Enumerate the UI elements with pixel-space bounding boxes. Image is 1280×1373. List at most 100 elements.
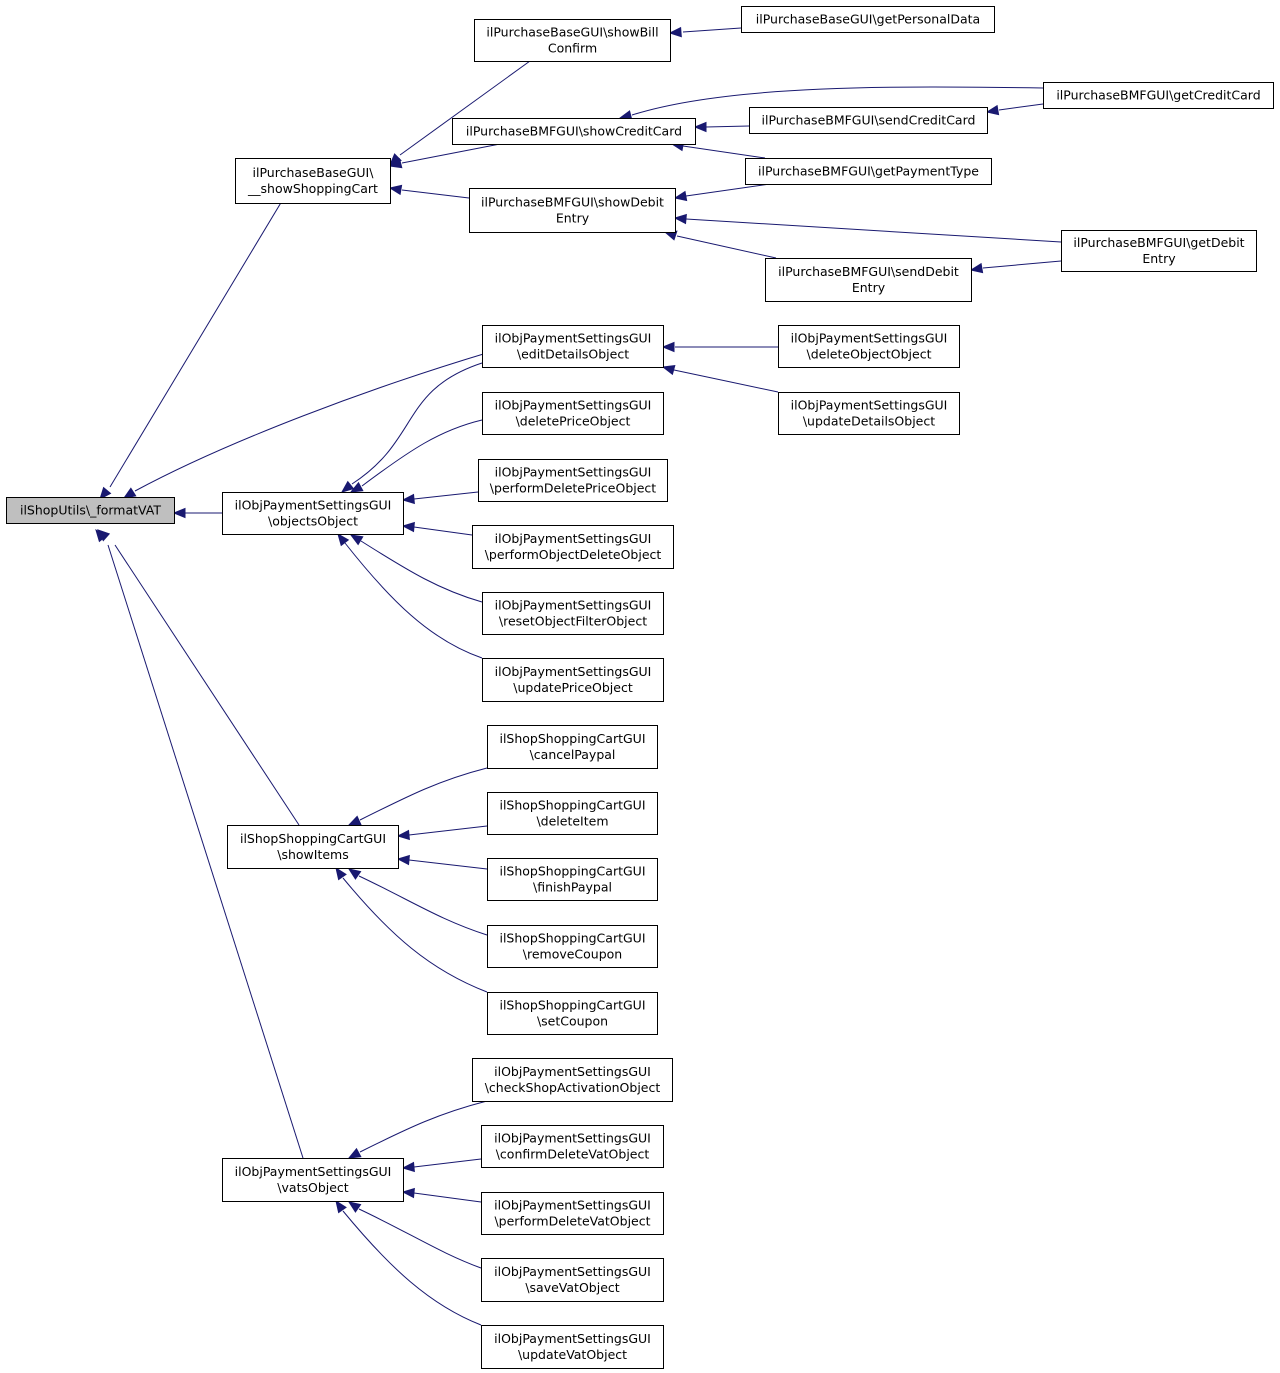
node-box <box>487 925 658 968</box>
node-label-line: ilShopShoppingCartGUI <box>499 798 645 813</box>
node-ps_checkShopActivationObject[interactable]: ilObjPaymentSettingsGUI\checkShopActivat… <box>472 1058 673 1102</box>
node-bmf_getPaymentType[interactable]: ilPurchaseBMFGUI\getPaymentType <box>745 158 992 185</box>
node-ps_confirmDeleteVatObject[interactable]: ilObjPaymentSettingsGUI\confirmDeleteVat… <box>481 1125 664 1168</box>
edge-ps_vatsObject-to-root <box>95 528 304 1159</box>
node-box <box>487 858 658 901</box>
node-sc_setCoupon[interactable]: ilShopShoppingCartGUI\setCoupon <box>487 992 658 1035</box>
node-ps_editDetailsObject[interactable]: ilObjPaymentSettingsGUI\editDetailsObjec… <box>482 325 664 368</box>
edge-line <box>134 351 491 492</box>
edge-bmf_showCreditCard-to-pb_showShoppingCart <box>388 143 501 169</box>
node-ps_deleteObjectObject[interactable]: ilObjPaymentSettingsGUI\deleteObjectObje… <box>778 325 960 368</box>
node-label-line: \finishPaypal <box>533 880 612 895</box>
node-sc_deleteItem[interactable]: ilShopShoppingCartGUI\deleteItem <box>487 792 658 835</box>
node-box <box>472 1058 673 1102</box>
arrowhead-icon <box>347 868 362 880</box>
node-sc_removeCoupon[interactable]: ilShopShoppingCartGUI\removeCoupon <box>487 925 658 968</box>
node-label-line: ilObjPaymentSettingsGUI <box>494 1131 651 1146</box>
node-pb_showShoppingCart[interactable]: ilPurchaseBaseGUI\__showShoppingCart <box>235 158 391 204</box>
node-box <box>482 658 664 702</box>
node-bmf_showCreditCard[interactable]: ilPurchaseBMFGUI\showCreditCard <box>452 118 696 145</box>
node-box <box>778 392 960 435</box>
node-box <box>474 19 671 62</box>
node-label-line: ilObjPaymentSettingsGUI <box>494 1331 651 1346</box>
node-box <box>6 497 175 524</box>
node-sc_showItems[interactable]: ilShopShoppingCartGUI\showItems <box>227 825 399 869</box>
node-pb_getPersonalData[interactable]: ilPurchaseBaseGUI\getPersonalData <box>741 6 995 33</box>
edge-line <box>358 875 488 936</box>
arrowhead-icon <box>661 341 675 353</box>
edge-bmf_getCreditCard-to-bmf_showCreditCard <box>618 86 1044 121</box>
node-ps_deletePriceObject[interactable]: ilObjPaymentSettingsGUI\deletePriceObjec… <box>482 392 664 435</box>
edges-layer <box>95 26 1062 1326</box>
node-label-line: \performObjectDeleteObject <box>485 547 662 562</box>
node-ps_updatePriceObject[interactable]: ilObjPaymentSettingsGUI\updatePriceObjec… <box>482 658 664 702</box>
edge-line <box>351 362 483 485</box>
node-ps_performDeleteVatObject[interactable]: ilObjPaymentSettingsGUI\performDeleteVat… <box>481 1192 664 1235</box>
node-label-line: ilObjPaymentSettingsGUI <box>494 1264 651 1279</box>
edge-ps_editDetailsObject-to-ps_objectsObject <box>340 362 483 493</box>
node-label-line: ilObjPaymentSettingsGUI <box>494 1198 651 1213</box>
edge-bmf_getDebitEntry-to-bmf_sendDebitEntry <box>969 260 1062 274</box>
node-label-line: \updateDetailsObject <box>803 414 935 429</box>
node-label-line: ilObjPaymentSettingsGUI <box>791 331 948 346</box>
edge-ps_objectsObject-to-root <box>172 507 222 519</box>
node-ps_performDeletePriceObject[interactable]: ilObjPaymentSettingsGUI\performDeletePri… <box>478 459 668 502</box>
node-box <box>765 258 972 302</box>
node-label-line: ilPurchaseBMFGUI\showCreditCard <box>466 124 682 139</box>
node-root[interactable]: ilShopUtils\_formatVAT <box>6 497 175 524</box>
node-label-line: ilObjPaymentSettingsGUI <box>495 465 652 480</box>
arrowhead-icon <box>349 534 364 546</box>
arrowhead-icon <box>349 481 364 493</box>
node-label-line: ilShopShoppingCartGUI <box>240 831 386 846</box>
edge-line <box>408 825 488 836</box>
arrowhead-icon <box>401 1187 415 1199</box>
node-bmf_getCreditCard[interactable]: ilPurchaseBMFGUI\getCreditCard <box>1043 82 1274 109</box>
node-label-line: Entry <box>1142 251 1176 266</box>
node-label-line: \setCoupon <box>537 1014 608 1029</box>
node-label-line: ilObjPaymentSettingsGUI <box>791 398 948 413</box>
edge-ps_editDetailsObject-to-root <box>122 351 491 499</box>
node-label-line: ilShopShoppingCartGUI <box>499 931 645 946</box>
edge-sc_cancelPaypal-to-sc_showItems <box>347 767 488 826</box>
arrowhead-icon <box>388 158 403 169</box>
node-ps_resetObjectFilterObject[interactable]: ilObjPaymentSettingsGUI\resetObjectFilte… <box>482 592 664 635</box>
edge-line <box>358 1208 482 1269</box>
node-box <box>1061 230 1257 272</box>
node-label-line: ilObjPaymentSettingsGUI <box>495 531 652 546</box>
node-box <box>487 792 658 835</box>
node-label-line: \deleteItem <box>536 814 608 829</box>
node-bmf_sendCreditCard[interactable]: ilPurchaseBMFGUI\sendCreditCard <box>749 107 988 134</box>
node-ps_updateDetailsObject[interactable]: ilObjPaymentSettingsGUI\updateDetailsObj… <box>778 392 960 435</box>
node-ps_saveVatObject[interactable]: ilObjPaymentSettingsGUI\saveVatObject <box>481 1258 664 1302</box>
node-ps_objectsObject[interactable]: ilObjPaymentSettingsGUI\objectsObject <box>222 492 404 535</box>
node-label-line: ilPurchaseBMFGUI\showDebit <box>481 195 664 210</box>
node-ps_vatsObject[interactable]: ilObjPaymentSettingsGUI\vatsObject <box>222 1158 404 1202</box>
node-box <box>487 725 658 769</box>
node-ps_performObjectDeleteObject[interactable]: ilObjPaymentSettingsGUI\performObjectDel… <box>472 525 674 569</box>
node-label-line: ilShopUtils\_formatVAT <box>20 503 161 518</box>
node-label-line: ilObjPaymentSettingsGUI <box>235 498 392 513</box>
node-label-line: ilPurchaseBaseGUI\getPersonalData <box>756 12 980 27</box>
edge-line <box>342 1210 482 1326</box>
arrowhead-icon <box>122 487 137 499</box>
edge-bmf_getPaymentType-to-bmf_showDebitEntry <box>673 183 771 202</box>
node-sc_finishPaypal[interactable]: ilShopShoppingCartGUI\finishPaypal <box>487 858 658 901</box>
node-label-line: \performDeleteVatObject <box>494 1214 650 1229</box>
arrowhead-icon <box>401 521 415 533</box>
node-label-line: \deletePriceObject <box>516 414 631 429</box>
arrowhead-icon <box>673 213 687 225</box>
arrowhead-icon <box>668 26 682 38</box>
node-label-line: ilPurchaseBMFGUI\getPaymentType <box>758 164 979 179</box>
node-ps_updateVatObject[interactable]: ilObjPaymentSettingsGUI\updateVatObject <box>481 1325 664 1369</box>
node-label-line: ilPurchaseBaseGUI\showBill <box>486 25 658 40</box>
arrowhead-icon <box>396 829 410 841</box>
node-label-line: \deleteObjectObject <box>806 347 931 362</box>
node-label-line: \updatePriceObject <box>513 680 633 695</box>
node-sc_cancelPaypal[interactable]: ilShopShoppingCartGUI\cancelPaypal <box>487 725 658 769</box>
node-label-line: \checkShopActivationObject <box>485 1080 661 1095</box>
edge-sc_deleteItem-to-sc_showItems <box>396 825 488 841</box>
